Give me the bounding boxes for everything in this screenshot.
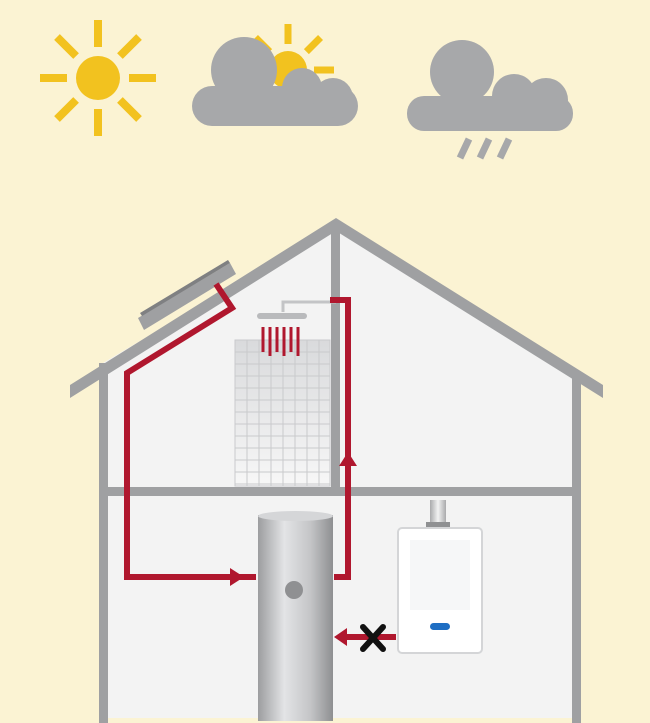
shower-water xyxy=(261,327,300,356)
shower-icon xyxy=(234,300,336,487)
hot-water-riser xyxy=(330,297,351,580)
floor-divider xyxy=(103,487,577,496)
arrow-to-tank xyxy=(334,628,347,646)
house xyxy=(70,218,603,723)
sun-ray xyxy=(54,34,79,59)
boiler-badge xyxy=(430,623,450,630)
solar-panel-icon xyxy=(138,260,236,330)
sun-ray xyxy=(117,34,142,59)
sun-ray xyxy=(303,34,324,55)
attic-divider xyxy=(331,225,340,491)
sun-ray xyxy=(54,97,79,122)
cross-icon xyxy=(360,624,386,652)
rain-cloud-icon xyxy=(407,40,573,160)
arrow-up-riser xyxy=(339,452,357,466)
house-frame xyxy=(99,225,581,723)
arrow-into-tank xyxy=(230,568,244,586)
partly-cloudy-icon xyxy=(192,24,358,126)
shower-head xyxy=(257,313,307,319)
water-tank-icon xyxy=(258,511,333,721)
sun-ray xyxy=(117,97,142,122)
solar-loop-pipe xyxy=(124,282,256,580)
tank-port xyxy=(285,581,303,599)
boiler-icon xyxy=(397,500,483,654)
sun-icon xyxy=(40,20,156,136)
